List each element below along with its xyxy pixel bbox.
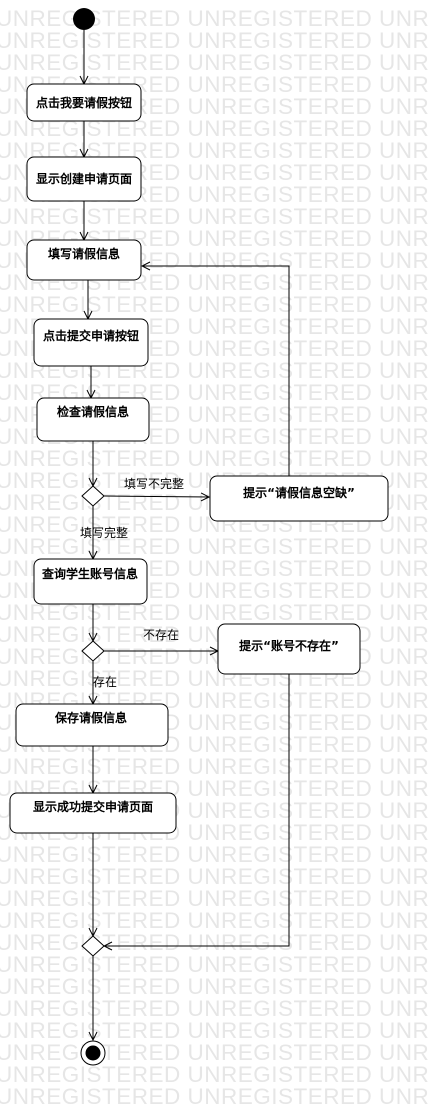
- watermark-line: UNREGISTERED UNREGISTERED UNREGISTERED: [0, 864, 428, 889]
- watermark-line: UNREGISTERED UNREGISTERED UNREGISTERED: [0, 138, 428, 163]
- decision-account-exists: [81, 640, 105, 662]
- action-check-leave-info: [36, 397, 150, 442]
- merge-node: [81, 935, 105, 957]
- watermark-line: UNREGISTERED UNREGISTERED UNREGISTERED: [0, 1040, 428, 1065]
- watermark-line: UNREGISTERED UNREGISTERED UNREGISTERED: [0, 952, 428, 977]
- watermark-line: UNREGISTERED UNREGISTERED UNREGISTERED: [0, 534, 428, 559]
- label-check-leave-info: 检查请假信息: [57, 404, 129, 419]
- watermark-line: UNREGISTERED UNREGISTERED UNREGISTERED: [0, 6, 428, 31]
- watermark-line: UNREGISTERED UNREGISTERED UNREGISTERED: [0, 908, 428, 933]
- guard-exist: 存在: [93, 675, 117, 689]
- watermark-line: UNREGISTERED UNREGISTERED UNREGISTERED: [0, 886, 428, 911]
- watermark-line: UNREGISTERED UNREGISTERED UNREGISTERED: [0, 842, 428, 867]
- label-click-request-leave: 点击我要请假按钮: [36, 95, 132, 110]
- flow-prompt-to-fill: [142, 266, 290, 476]
- action-query-student-account: [33, 558, 148, 605]
- flow-incomplete: [103, 496, 209, 497]
- watermark-line: UNREGISTERED UNREGISTERED UNREGISTERED: [0, 50, 428, 75]
- watermark-line: UNREGISTERED UNREGISTERED UNREGISTERED: [0, 996, 428, 1021]
- action-click-request-leave: [26, 83, 142, 122]
- watermark-line: UNREGISTERED UNREGISTERED UNREGISTERED: [0, 292, 428, 317]
- action-prompt-account-missing: [217, 623, 361, 675]
- initial-node: [73, 8, 95, 30]
- label-save-leave-info: 保存请假信息: [54, 710, 127, 725]
- action-click-submit: [33, 318, 149, 367]
- action-show-create-page: [26, 156, 142, 202]
- watermark-line: UNREGISTERED UNREGISTERED UNREGISTERED: [0, 754, 428, 779]
- guard-complete: 填写完整: [80, 525, 128, 540]
- label-show-success-page: 显示成功提交申请页面: [33, 799, 153, 814]
- label-click-submit: 点击提交申请按钮: [43, 328, 139, 343]
- action-fill-leave-info: [26, 239, 142, 281]
- action-show-success-page: [9, 792, 177, 834]
- label-query-student-account: 查询学生账号信息: [41, 566, 138, 581]
- final-node: [80, 1040, 106, 1066]
- guard-not-exist: 不存在: [143, 628, 179, 642]
- watermark-line: UNREGISTERED UNREGISTERED UNREGISTERED: [0, 1018, 428, 1043]
- watermark-line: UNREGISTERED UNREGISTERED UNREGISTERED: [0, 974, 428, 999]
- watermark-line: UNREGISTERED UNREGISTERED UNREGISTERED: [0, 446, 428, 471]
- watermark-line: UNREGISTERED UNREGISTERED UNREGISTERED: [0, 1062, 428, 1087]
- watermark-line: UNREGISTERED UNREGISTERED UNREGISTERED: [0, 204, 428, 229]
- flow-account-missing-to-merge: [104, 674, 290, 946]
- guard-incomplete: 填写不完整: [124, 476, 184, 491]
- label-prompt-info-empty: 提示“请假信息空缺”: [243, 485, 355, 500]
- watermark-line: UNREGISTERED UNREGISTERED UNREGISTERED: [0, 116, 428, 141]
- label-show-create-page: 显示创建申请页面: [36, 171, 132, 186]
- action-save-leave-info: [15, 703, 169, 747]
- watermark-line: UNREGISTERED UNREGISTERED UNREGISTERED: [0, 600, 428, 625]
- decision-info-complete: [81, 485, 105, 507]
- label-fill-leave-info: 填写请假信息: [48, 246, 120, 261]
- action-prompt-info-empty: [209, 475, 389, 522]
- watermark-line: UNREGISTERED UNREGISTERED UNREGISTERED: [0, 1084, 428, 1107]
- label-prompt-account-missing: 提示“账号不存在”: [239, 638, 339, 653]
- watermark-line: UNREGISTERED UNREGISTERED UNREGISTERED: [0, 28, 428, 53]
